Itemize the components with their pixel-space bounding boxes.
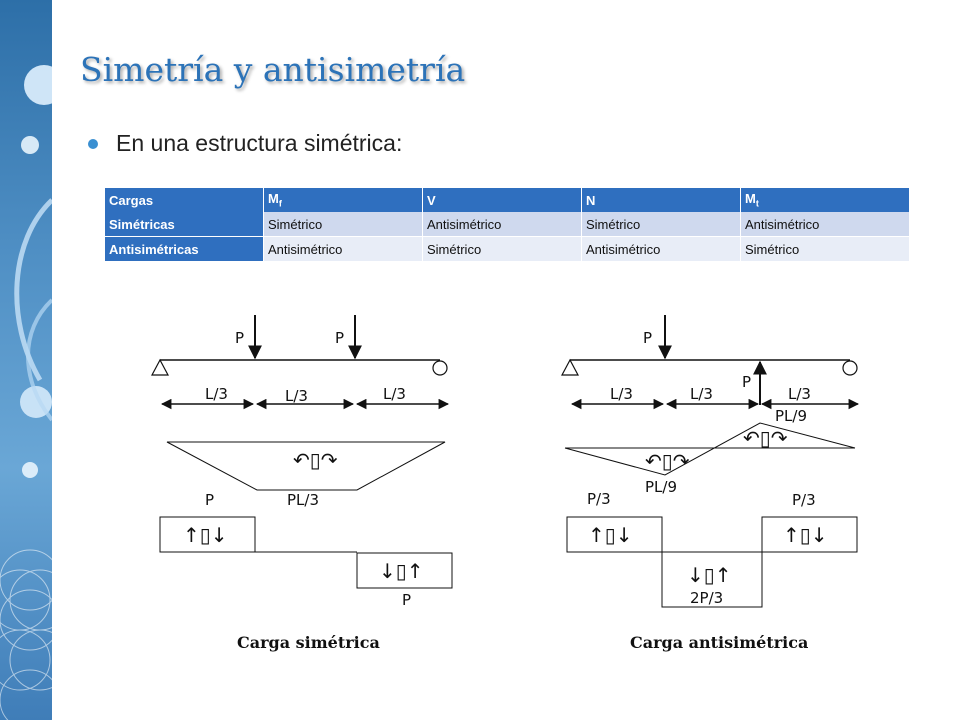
table-cell: Antisimétricas [105, 236, 264, 262]
shear-block [356, 552, 453, 589]
table-cell: Antisimétrico [422, 212, 582, 237]
header-cargas: Cargas [105, 188, 264, 212]
span-label: L/3 [205, 385, 228, 403]
table-row: Antisimétricas Antisimétrico Simétrico A… [105, 236, 910, 262]
bullet-text: En una estructura simétrica: [116, 130, 403, 156]
table-cell: Simétrico [581, 212, 741, 237]
moment-label: PL/3 [287, 491, 319, 509]
pin-support-icon [561, 358, 579, 376]
span-label: L/3 [383, 385, 406, 403]
moment-diagram [564, 422, 856, 476]
shear-block [566, 516, 663, 553]
shear-arrows-icon: ↑▯↓ [183, 523, 228, 547]
bullet-dot-icon [88, 138, 98, 149]
properties-table: Cargas Mf V N Mt Simétricas Simétrico An… [105, 188, 910, 262]
sidebar-art [0, 65, 52, 720]
shear-arrows-icon: ↑▯↓ [783, 523, 828, 547]
span-label: L/3 [788, 385, 811, 403]
span-label: L/3 [285, 387, 308, 405]
header-n: N [581, 188, 741, 212]
slide-title: Simetría y antisimetría [80, 50, 466, 89]
table-header-row: Cargas Mf V N Mt [105, 188, 910, 212]
roller-support-icon [432, 360, 448, 376]
table-cell: Antisimétrico [740, 212, 910, 237]
table-cell: Simétrico [422, 236, 582, 262]
diagram-caption: Carga antisimétrica [630, 633, 808, 652]
antisymmetric-load-diagram: P P L/3 L/3 L/3 PL/9 ↶▯↷ ↶▯↷ PL/9 P/3 P/… [561, 315, 860, 652]
shear-label: P [205, 491, 214, 509]
moment-diagram [166, 441, 446, 491]
header-v: V [422, 188, 582, 212]
bullet-item: En una estructura simétrica: [88, 130, 402, 157]
header-mf: Mf [263, 188, 423, 212]
moment-label: PL/9 [775, 407, 807, 425]
shear-arrows-icon: ↑▯↓ [588, 523, 633, 547]
moment-label: PL/9 [645, 478, 677, 496]
shear-label: P/3 [792, 491, 816, 509]
shear-label: P/3 [587, 490, 611, 508]
load-label: P [643, 329, 652, 347]
span-label: L/3 [610, 385, 633, 403]
shear-arrows-icon: ↓▯↑ [379, 559, 424, 583]
header-mt: Mt [740, 188, 910, 212]
curl-pair-icon: ↶▯↷ [645, 449, 690, 473]
roller-support-icon [842, 360, 858, 376]
shear-block [159, 516, 256, 553]
span-label: L/3 [690, 385, 713, 403]
shear-label: P [402, 591, 411, 609]
diagram-caption: Carga simétrica [237, 633, 380, 652]
curl-pair-icon: ↶▯↷ [293, 448, 338, 472]
shear-block [661, 551, 763, 608]
load-label: P [235, 329, 244, 347]
shear-block [761, 516, 858, 553]
table-cell: Antisimétrico [263, 236, 423, 262]
load-label: P [742, 373, 751, 391]
table-cell: Simétricas [105, 212, 264, 237]
decorative-sidebar [0, 0, 52, 720]
table-cell: Antisimétrico [581, 236, 741, 262]
shear-label: 2P/3 [690, 589, 723, 607]
load-label: P [335, 329, 344, 347]
symmetric-load-diagram: P P L/3 L/3 L/3 ↶▯↷ PL/3 P ↑▯↓ ↓▯↑ P Car… [151, 315, 453, 652]
curl-pair-icon: ↶▯↷ [743, 426, 788, 450]
pin-support-icon [151, 358, 169, 376]
beam-diagrams: P P L/3 L/3 L/3 ↶▯↷ PL/3 P ↑▯↓ ↓▯↑ P Car… [151, 315, 860, 652]
shear-arrows-icon: ↓▯↑ [687, 563, 732, 587]
table-cell: Simétrico [263, 212, 423, 237]
table-row: Simétricas Simétrico Antisimétrico Simét… [105, 212, 910, 237]
table-cell: Simétrico [740, 236, 910, 262]
